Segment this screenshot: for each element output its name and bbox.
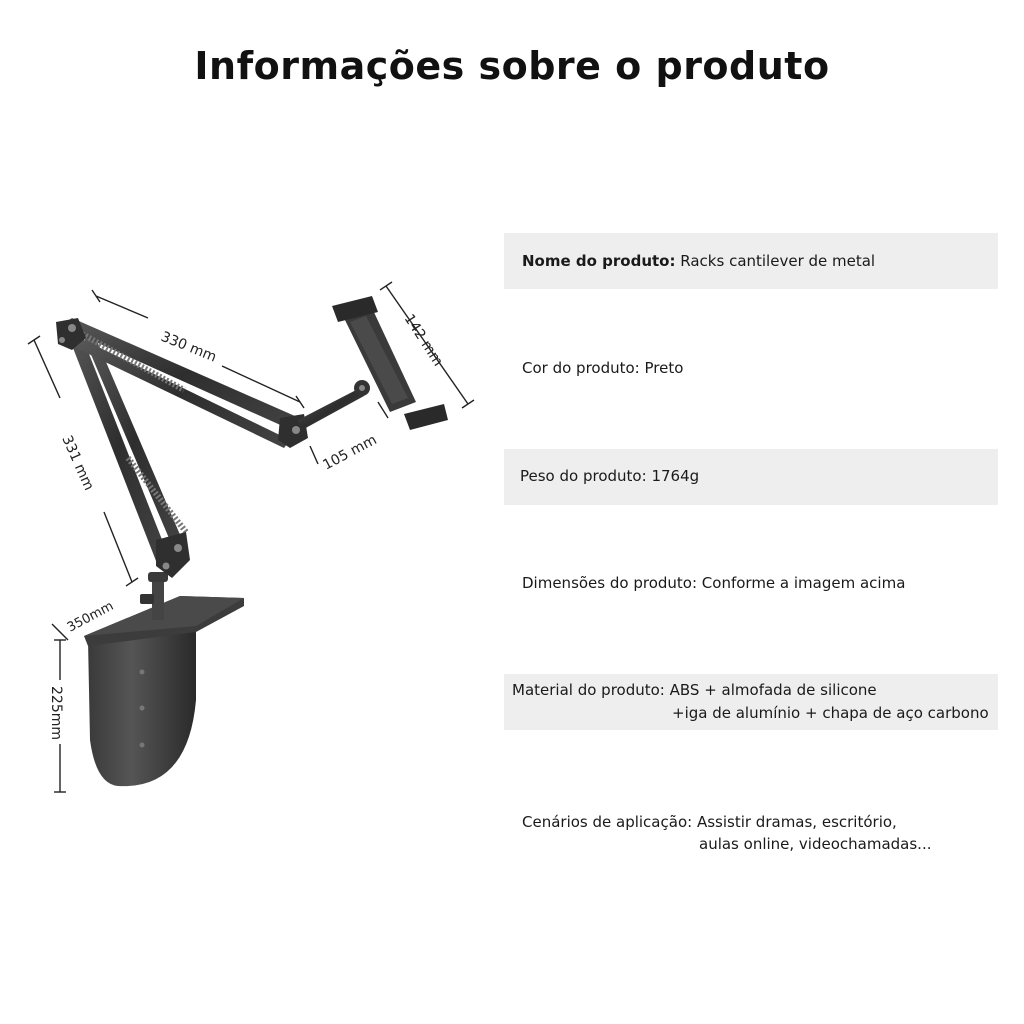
dim-lower-arm: 331 mm [58,433,96,493]
dimension-lines [27,281,475,793]
spec-row-weight: Peso do produto: 1764g [504,449,998,505]
spec-weight-value: 1764g [651,467,700,485]
spec-row-scenarios: Cenários de aplicação: Assistir dramas, … [504,808,998,864]
spec-row-color: Cor do produto: Preto [504,340,998,396]
dim-holder-arm: 105 mm [320,432,379,474]
dim-holder-height: 142 mm [401,311,446,369]
base-clamp-plate [84,596,244,787]
spec-row-dimensions: Dimensões do produto: Conforme a imagem … [504,556,998,612]
tablet-holder [332,296,448,430]
page-title: Informações sobre o produto [194,44,830,88]
spec-color-label: Cor do produto: [522,359,640,377]
holder-arm [298,380,370,430]
spec-weight-label: Peso do produto: [520,467,647,485]
dim-base-height: 225mm [48,686,64,740]
spec-scenarios-value-2: aulas online, videochamadas... [699,835,932,853]
spec-color-value: Preto [644,359,684,377]
lower-arm [66,326,190,578]
spec-scenarios-value: Assistir dramas, escritório, [696,813,897,831]
product-diagram: 330 mm 142 mm 331 mm 105 mm 350mm 225mm [27,281,475,793]
spec-dimensions-label: Dimensões do produto: [522,574,698,592]
base-pole [140,572,168,620]
spec-material-label: Material do produto: [512,681,665,699]
spec-name-label: Nome do produto: [522,252,676,270]
spec-name-value: Racks cantilever de metal [680,252,876,270]
spec-scenarios-label: Cenários de aplicação: [522,813,693,831]
spec-material-value-2: +iga de alumínio + chapa de aço carbono [672,704,989,722]
spec-material-value: ABS + almofada de silicone [669,681,877,699]
spec-dimensions-value: Conforme a imagem acima [701,574,906,592]
upper-arm [56,318,308,448]
spec-row-name: Nome do produto: Racks cantilever de met… [504,233,998,289]
spec-row-material: Material do produto: ABS + almofada de s… [504,674,998,730]
